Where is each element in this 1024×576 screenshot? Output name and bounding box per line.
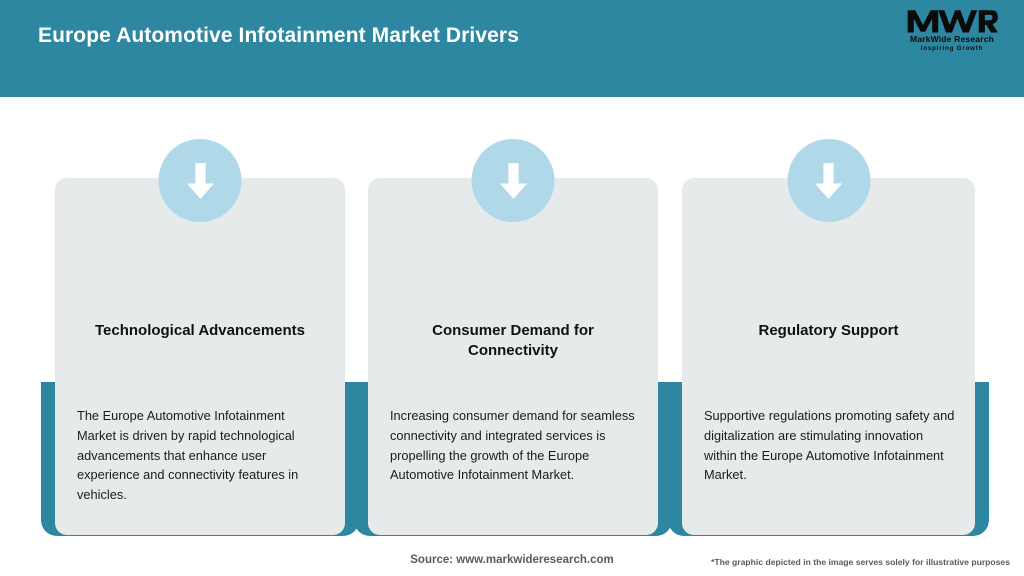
card-description: Supportive regulations promoting safety … xyxy=(704,408,955,483)
page-header: Europe Automotive Infotainment Market Dr… xyxy=(0,0,1024,97)
driver-card-1[interactable]: Technological Advancements The Europe Au… xyxy=(41,97,359,537)
drivers-card-group: Technological Advancements The Europe Au… xyxy=(0,97,1024,537)
card-title: Regulatory Support xyxy=(758,322,899,339)
card-description: Increasing consumer demand for seamless … xyxy=(390,408,635,483)
card-title: Technological Advancements xyxy=(94,322,306,339)
card-panel: Regulatory Support Supportive regulation… xyxy=(682,178,975,535)
markwide-research-logo: MarkWide Research Inspiring Growth xyxy=(898,8,1006,56)
logo-tagline: Inspiring Growth xyxy=(920,45,984,52)
logo-company-name: MarkWide Research xyxy=(909,34,995,44)
card-description: The Europe Automotive Infotainment Marke… xyxy=(77,408,299,503)
driver-card-2[interactable]: Consumer Demand for Connectivity Increas… xyxy=(354,97,672,537)
arrow-down-icon xyxy=(787,139,870,222)
page-title: Europe Automotive Infotainment Market Dr… xyxy=(38,24,519,47)
card-title: Consumer Demand for Connectivity xyxy=(432,322,594,360)
mwr-logomark-icon xyxy=(907,10,998,33)
source-label: Source: www.markwideresearch.com xyxy=(410,554,614,566)
driver-card-3[interactable]: Regulatory Support Supportive regulation… xyxy=(668,97,989,537)
arrow-down-icon xyxy=(158,139,242,222)
disclaimer-label: *The graphic depicted in the image serve… xyxy=(711,557,1010,567)
card-panel: Technological Advancements The Europe Au… xyxy=(55,178,345,535)
arrow-down-icon xyxy=(471,139,555,222)
card-panel: Consumer Demand for Connectivity Increas… xyxy=(368,178,658,535)
